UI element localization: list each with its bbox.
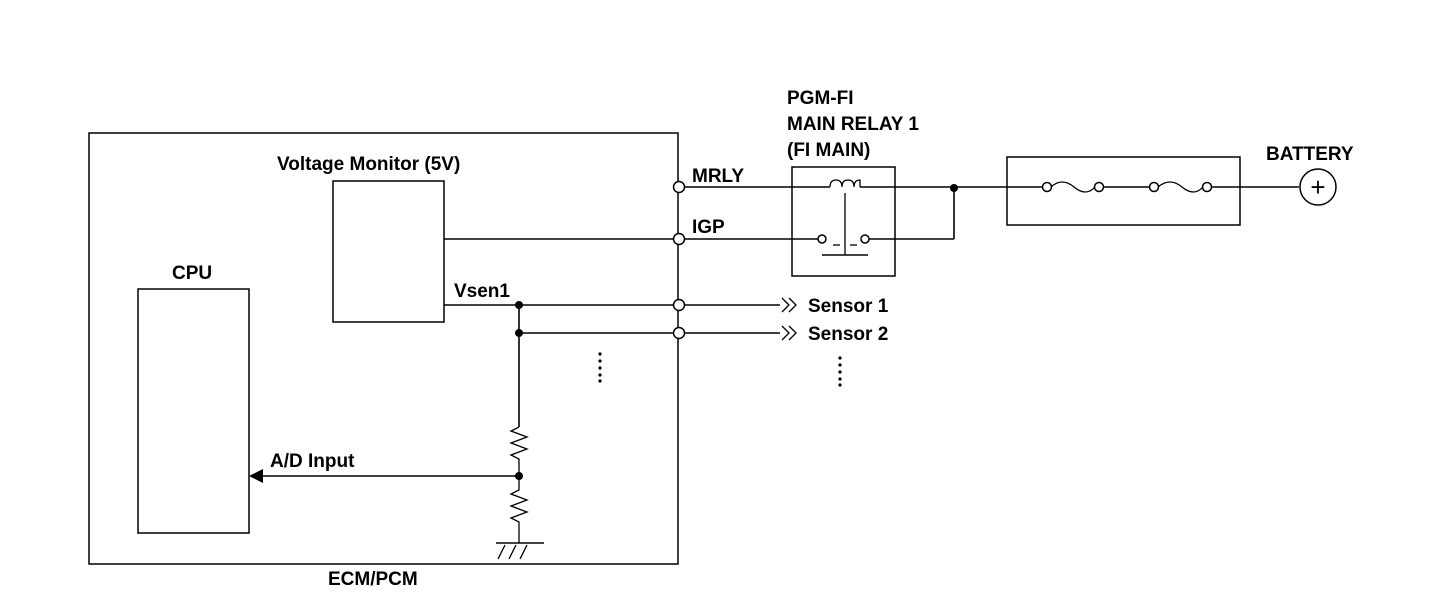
relay-title-line2: MAIN RELAY 1: [787, 114, 919, 135]
sensor1-terminal: [672, 298, 686, 312]
relay-contact-right: [860, 234, 870, 244]
fuse1-icon: [1050, 181, 1096, 193]
ecm-pcm-label: ECM/PCM: [328, 569, 418, 590]
lower-resistor-icon: [509, 476, 529, 543]
igp-terminal: [672, 232, 686, 246]
igp-label: IGP: [692, 217, 725, 238]
vsen1-label: Vsen1: [454, 281, 510, 302]
fuse1-right-terminal: [1093, 181, 1105, 193]
sensor1-label: Sensor 1: [808, 296, 889, 317]
voltage-monitor-box: [332, 180, 445, 323]
inner-continuation-dots: [598, 352, 602, 383]
relay-title-line1: PGM-FI: [787, 88, 854, 109]
sensor2-label: Sensor 2: [808, 324, 888, 345]
mrly-label: MRLY: [692, 166, 744, 187]
battery-label: BATTERY: [1266, 144, 1354, 165]
sensor1-connector-icon: [781, 297, 797, 313]
mrly-terminal: [672, 180, 686, 194]
voltage-monitor-label: Voltage Monitor (5V): [277, 154, 460, 175]
ground-icon: [496, 542, 544, 560]
fuse2-icon: [1157, 181, 1204, 193]
relay-title-line3: (FI MAIN): [787, 140, 870, 161]
cpu-box: [137, 288, 250, 534]
upper-resistor-icon: [509, 426, 529, 476]
sensor2-terminal: [672, 326, 686, 340]
outer-continuation-dots: [838, 356, 842, 387]
ad-input-label: A/D Input: [270, 451, 355, 472]
battery-icon: [1299, 168, 1337, 206]
fuse1-left-terminal: [1041, 181, 1053, 193]
ad-input-arrow-icon: [249, 469, 263, 483]
relay-coil-icon: [829, 179, 861, 188]
battery-plus-sign: +: [1310, 172, 1325, 202]
relay-box: [791, 166, 896, 277]
fuse2-left-terminal: [1148, 181, 1160, 193]
fuse2-right-terminal: [1201, 181, 1213, 193]
relay-contact-left: [817, 234, 827, 244]
cpu-label: CPU: [172, 263, 212, 284]
sensor2-connector-icon: [781, 325, 797, 341]
